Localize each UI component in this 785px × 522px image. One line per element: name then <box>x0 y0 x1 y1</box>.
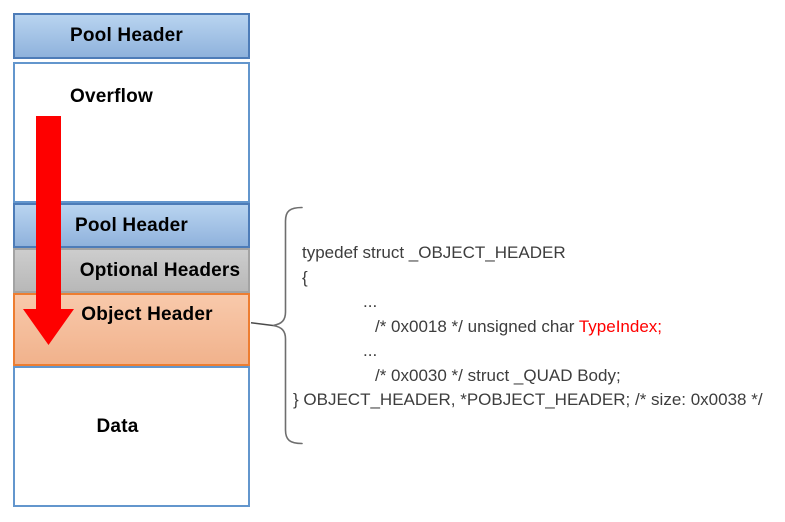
block-label: Overflow <box>70 86 153 107</box>
code-text: ... <box>363 341 378 360</box>
code-line: /* 0x0030 */ struct _QUAD Body; <box>293 364 763 389</box>
block-pool-header-1: Pool Header <box>13 13 250 59</box>
code-line: /* 0x0018 */ unsigned char TypeIndex; <box>293 315 763 340</box>
block-label: Optional Headers <box>79 259 241 281</box>
code-highlight-text: TypeIndex; <box>578 316 663 336</box>
block-label: Object Header <box>81 304 213 325</box>
code-text: { <box>302 267 308 287</box>
code-text: /* 0x0018 */ unsigned char <box>375 316 579 336</box>
block-pool-header-2: Pool Header <box>13 203 250 248</box>
block-data: Data <box>13 366 250 507</box>
code-text: typedef struct _OBJECT_HEADER <box>302 243 566 262</box>
block-object-header: Object Header <box>13 293 250 366</box>
brace-connector-line <box>250 322 274 327</box>
block-label: Data <box>96 416 139 437</box>
code-text: ... <box>363 292 378 311</box>
code-text: } OBJECT_HEADER, *POBJECT_HEADER; /* siz… <box>293 390 763 409</box>
code-line: { <box>293 266 763 291</box>
block-label: Pool Header <box>69 25 184 46</box>
block-label: Pool Header <box>74 214 189 236</box>
code-line: } OBJECT_HEADER, *POBJECT_HEADER; /* siz… <box>293 388 763 413</box>
block-overflow: Overflow <box>13 62 250 203</box>
code-text: /* 0x0030 */ struct _QUAD Body; <box>375 365 621 385</box>
block-optional-headers: Optional Headers <box>13 248 250 293</box>
code-line: typedef struct _OBJECT_HEADER <box>293 241 763 266</box>
code-line: ... <box>293 290 763 315</box>
code-block: typedef struct _OBJECT_HEADER{.../* 0x00… <box>293 241 763 413</box>
code-line: ... <box>293 339 763 364</box>
